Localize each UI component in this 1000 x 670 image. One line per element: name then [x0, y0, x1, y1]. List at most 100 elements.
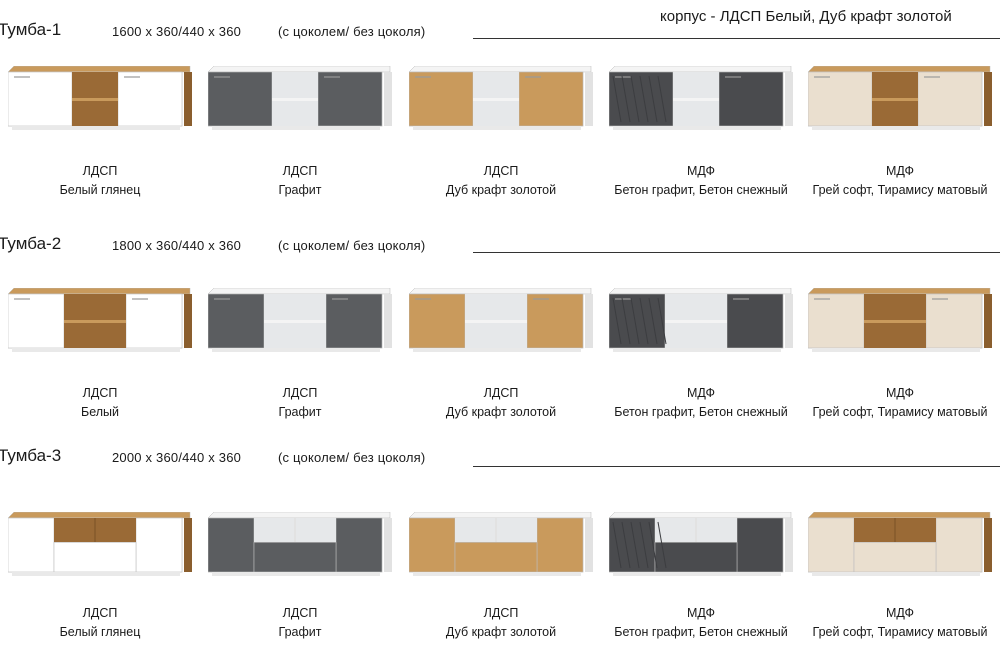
cabinet-plinth — [12, 572, 180, 576]
cabinet-door — [536, 517, 584, 573]
cabinet-plinth — [413, 572, 581, 576]
cabinet-top — [808, 512, 991, 519]
material-label: ЛДСП — [483, 386, 519, 400]
color-label: Грей софт, Тирамису матовый — [812, 405, 988, 419]
product-caption: ЛДСП Белый — [2, 384, 198, 422]
section-divider — [473, 38, 1000, 39]
cabinet-top — [609, 512, 792, 519]
material-label: МДФ — [885, 606, 915, 620]
niche-divider — [495, 518, 497, 543]
cabinet-door — [8, 293, 65, 349]
color-label: Дуб крафт золотой — [445, 183, 557, 197]
cabinet-side — [585, 72, 593, 126]
material-label: ЛДСП — [82, 164, 118, 178]
cabinet-plinth — [413, 126, 581, 130]
cabinet-plinth — [613, 348, 781, 352]
color-label: Графит — [278, 405, 322, 419]
color-label: Белый глянец — [59, 183, 141, 197]
cabinet-plinth — [812, 348, 980, 352]
color-label: Белый — [80, 405, 119, 419]
section-title: Тумба-1 — [0, 20, 62, 39]
material-label: ЛДСП — [282, 386, 318, 400]
shelf-board — [465, 320, 527, 323]
section-divider — [473, 252, 1000, 253]
shelf-board — [665, 320, 727, 323]
cabinet-side — [984, 294, 992, 348]
cabinet-door — [8, 517, 55, 573]
cabinet-side — [184, 518, 192, 572]
cabinet-plinth — [613, 126, 781, 130]
cabinet-side — [585, 294, 593, 348]
texture-line — [621, 521, 631, 569]
cabinet-side — [785, 518, 793, 572]
cabinet-image — [609, 288, 793, 352]
niche-divider — [94, 518, 96, 543]
texture-line — [621, 297, 631, 345]
cabinet-image — [808, 66, 992, 130]
cabinet-side — [785, 294, 793, 348]
color-label: Дуб крафт золотой — [445, 625, 557, 639]
texture-line — [639, 521, 649, 569]
material-label: ЛДСП — [82, 386, 118, 400]
cabinet-side — [384, 294, 392, 348]
cabinet-side — [184, 72, 192, 126]
cabinet-door — [925, 293, 983, 349]
cabinet-top — [409, 512, 592, 519]
cabinet-door — [317, 71, 383, 127]
cabinet-drawer — [853, 541, 937, 573]
cabinet-side — [785, 72, 793, 126]
cabinet-image — [8, 66, 192, 130]
cabinet-top — [409, 288, 592, 295]
texture-line — [657, 521, 667, 569]
cabinet-plinth — [212, 572, 380, 576]
cabinet-side — [384, 518, 392, 572]
cabinet-image — [609, 66, 793, 130]
texture-line — [612, 521, 622, 569]
section-base-note: (с цоколем/ без цоколя) — [278, 238, 426, 253]
product-caption: МДФ Бетон графит, Бетон снежный — [603, 604, 799, 642]
material-label: МДФ — [686, 606, 716, 620]
material-label: МДФ — [686, 164, 716, 178]
texture-line — [639, 75, 649, 123]
shelf-board — [64, 320, 126, 323]
cabinet-plinth — [12, 126, 180, 130]
shelf-board — [72, 98, 118, 101]
shelf-board — [864, 320, 926, 323]
cabinet-top — [808, 66, 991, 73]
cabinet-side — [984, 72, 992, 126]
shelf-board — [264, 320, 326, 323]
cabinet-plinth — [613, 572, 781, 576]
cabinet-door — [325, 293, 383, 349]
cabinet-top — [409, 66, 592, 73]
color-label: Грей софт, Тирамису матовый — [812, 625, 988, 639]
cabinet-side — [585, 518, 593, 572]
cabinet-image — [409, 512, 593, 576]
cabinet-door — [808, 293, 865, 349]
cabinet-image — [808, 288, 992, 352]
color-label: Бетон графит, Бетон снежный — [614, 405, 788, 419]
color-label: Бетон графит, Бетон снежный — [614, 625, 788, 639]
product-caption: ЛДСП Белый глянец — [2, 162, 198, 200]
cabinet-door — [208, 517, 255, 573]
material-label: ЛДСП — [282, 606, 318, 620]
shelf-board — [673, 98, 719, 101]
cabinet-image — [8, 512, 192, 576]
section-divider — [473, 466, 1000, 467]
cabinet-door — [208, 71, 273, 127]
material-label: ЛДСП — [483, 606, 519, 620]
cabinet-top — [8, 288, 191, 295]
cabinet-door — [736, 517, 784, 573]
cabinet-door — [125, 293, 183, 349]
niche-divider — [894, 518, 896, 543]
cabinet-drawer — [253, 541, 337, 573]
material-label: ЛДСП — [282, 164, 318, 178]
cabinet-plinth — [12, 348, 180, 352]
cabinet-door — [526, 293, 584, 349]
cabinet-door — [135, 517, 183, 573]
cabinet-image — [8, 288, 192, 352]
